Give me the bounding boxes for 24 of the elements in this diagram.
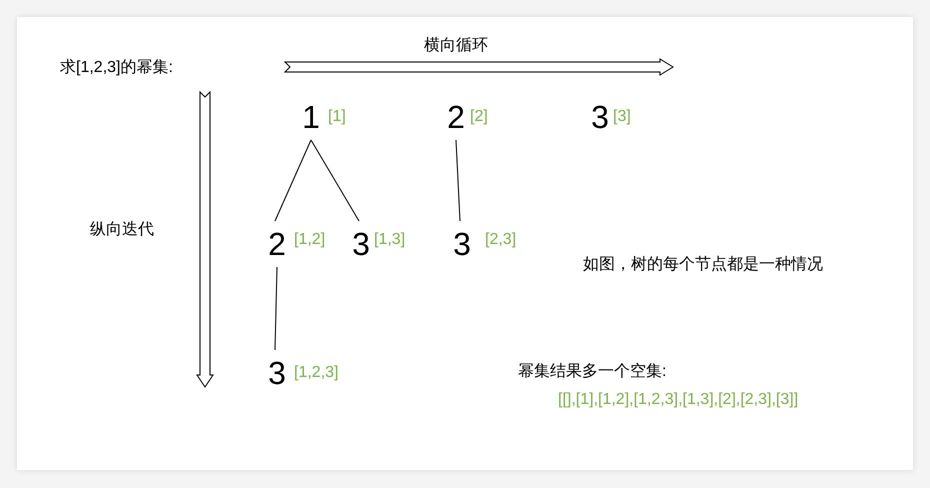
tree-node-number: 2 bbox=[265, 227, 289, 261]
tree-branch-line bbox=[310, 140, 360, 222]
tree-node-number: 3 bbox=[450, 227, 474, 261]
subset-label: [2] bbox=[470, 108, 488, 126]
subset-label: [1,2] bbox=[294, 231, 326, 249]
tree-node-number: 3 bbox=[588, 100, 612, 134]
title-text: 求[1,2,3]的幂集: bbox=[60, 58, 173, 78]
subset-label: [1,2,3] bbox=[294, 364, 338, 382]
subset-label: [2,3] bbox=[485, 231, 516, 249]
note-text: 如图，树的每个节点都是一种情况 bbox=[583, 255, 823, 275]
note-text: 幂集结果多一个空集: bbox=[518, 362, 666, 382]
subset-label: [3] bbox=[613, 108, 631, 126]
tree-branch-line bbox=[274, 266, 278, 350]
tree-node-number: 1 bbox=[299, 100, 323, 134]
tree-branch-line bbox=[274, 140, 312, 222]
subset-label: [1] bbox=[328, 108, 346, 126]
tree-node-number: 2 bbox=[444, 100, 468, 134]
direction-label: 横向循环 bbox=[424, 36, 488, 56]
result-text: [[],[1],[1,2],[1,2,3],[1,3],[2],[2,3],[3]] bbox=[558, 390, 798, 410]
subset-label: [1,3] bbox=[374, 231, 406, 249]
direction-label: 纵向迭代 bbox=[90, 220, 154, 240]
tree-node-number: 3 bbox=[349, 227, 373, 261]
tree-node-number: 3 bbox=[265, 356, 289, 390]
tree-branch-line bbox=[456, 140, 460, 222]
